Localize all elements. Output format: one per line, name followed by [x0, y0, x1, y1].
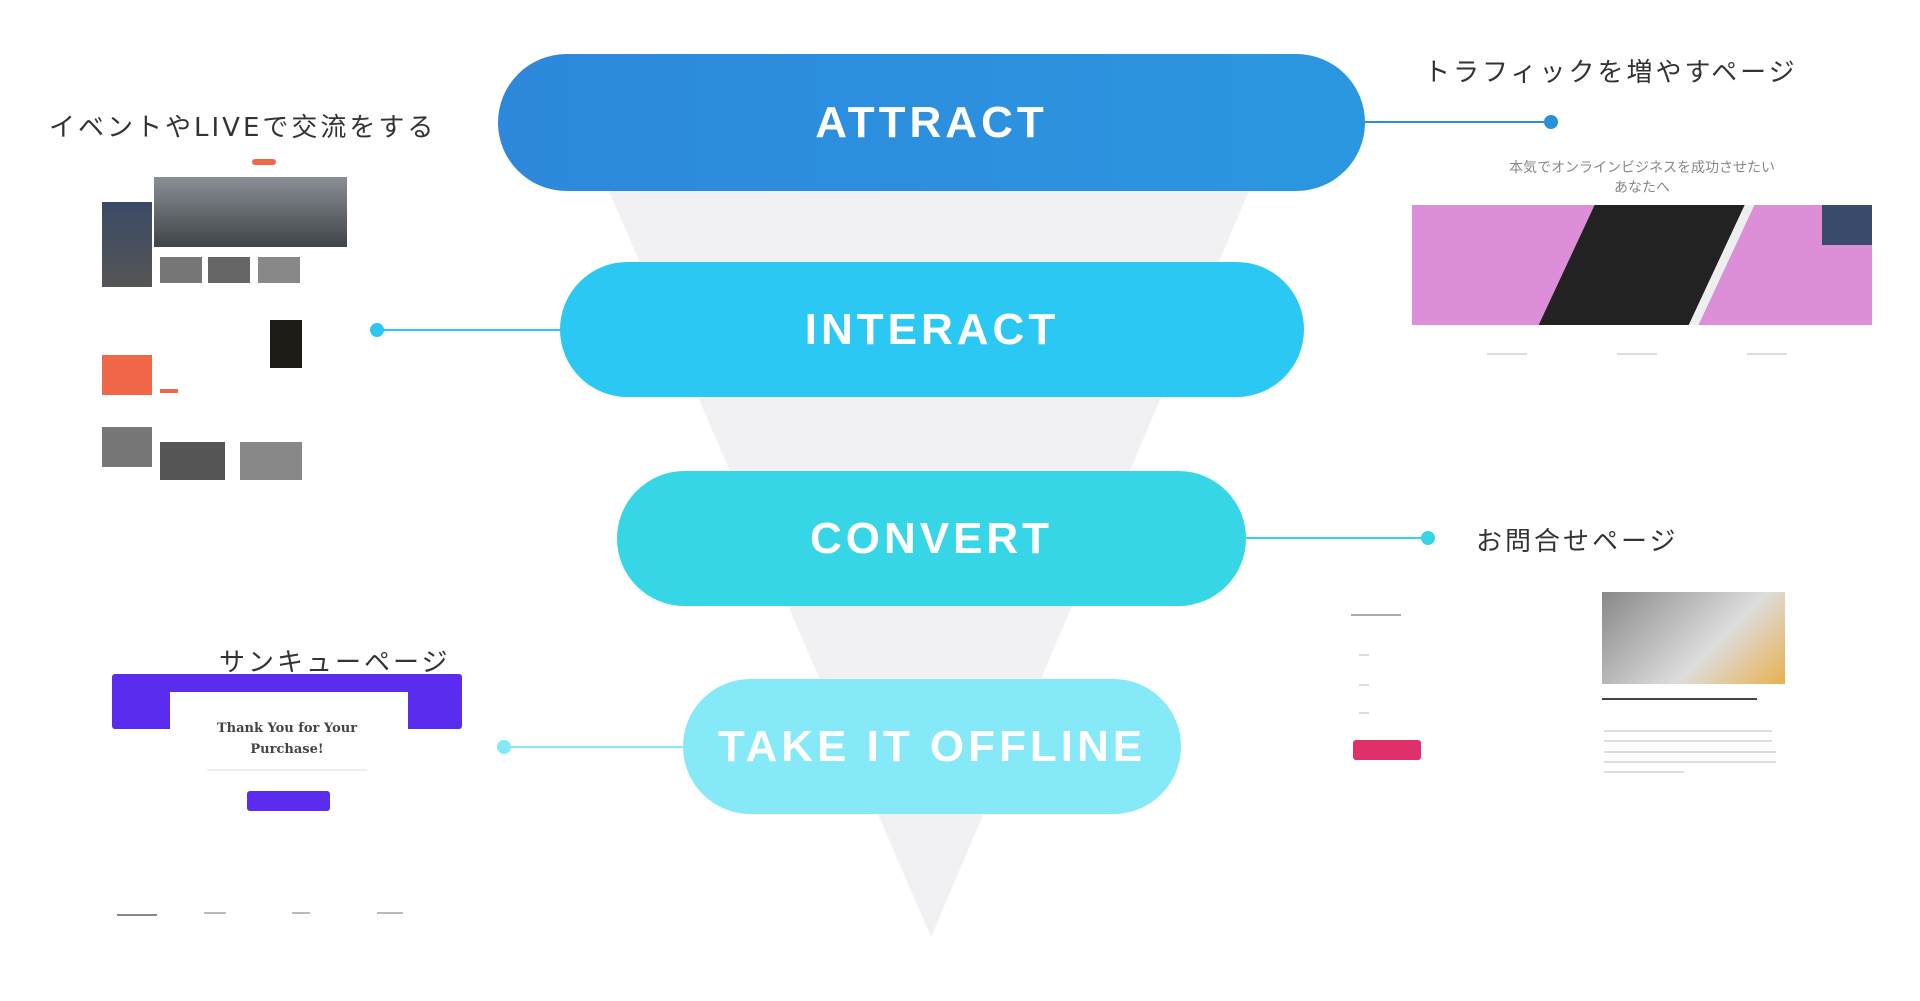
thank-you-page-label: サンキューページ	[219, 648, 451, 678]
contact-page-label: お問合せページ	[1476, 527, 1679, 557]
thank-you-heading: Thank You for Your Purchase!	[216, 721, 358, 757]
attract-connector-dot	[1544, 115, 1558, 129]
event-page-thumbnail	[102, 157, 347, 492]
interact-connector	[378, 329, 562, 331]
thank-you-button	[247, 791, 330, 811]
stage-label: INTERACT	[804, 304, 1060, 354]
interact-connector-dot	[370, 323, 384, 337]
stage-attract: ATTRACT	[498, 54, 1365, 191]
contact-page-thumbnail	[1349, 584, 1789, 804]
traffic-page-thumbnail: 本気でオンラインビジネスを成功させたいあなたへ	[1412, 148, 1872, 378]
stage-label: CONVERT	[809, 513, 1054, 563]
event-live-label: イベントやLIVEで交流をする	[49, 113, 437, 143]
traffic-page-heading: 本気でオンラインビジネスを成功させたいあなたへ	[1509, 160, 1775, 196]
stage-label: TAKE IT OFFLINE	[717, 721, 1147, 771]
convert-connector	[1246, 537, 1426, 539]
stage-interact: INTERACT	[560, 262, 1304, 397]
offline-connector-dot	[497, 740, 511, 754]
traffic-page-label: トラフィックを増やすページ	[1424, 58, 1798, 88]
stage-label: ATTRACT	[815, 97, 1048, 147]
convert-connector-dot	[1421, 531, 1435, 545]
offline-connector	[505, 746, 685, 748]
contact-submit-button	[1353, 740, 1421, 760]
thank-you-page-thumbnail: Thank You for Your Purchase!	[112, 674, 462, 964]
attract-connector	[1365, 121, 1550, 123]
stage-take-it-offline: TAKE IT OFFLINE	[683, 679, 1181, 814]
stage-convert: CONVERT	[617, 471, 1246, 606]
